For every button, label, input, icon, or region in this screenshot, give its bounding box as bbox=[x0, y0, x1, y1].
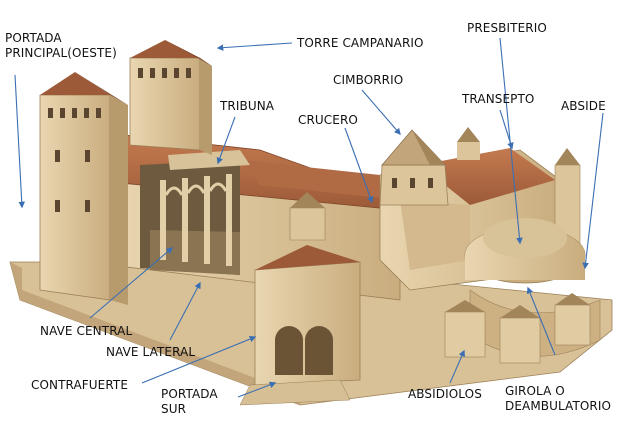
south-portal bbox=[239, 245, 361, 406]
label-girola: GIROLA O DEAMBULATORIO bbox=[505, 384, 611, 414]
label-portada-sur: PORTADA SUR bbox=[161, 387, 218, 417]
interior-cutaway bbox=[140, 150, 250, 275]
label-portada-sur-line1: PORTADA bbox=[161, 387, 218, 401]
label-girola-line2: DEAMBULATORIO bbox=[505, 399, 612, 413]
label-nave-central: NAVE CENTRAL bbox=[40, 324, 133, 338]
label-portada-principal: PORTADA PRINCIPAL(OESTE) bbox=[5, 31, 117, 61]
apse bbox=[444, 218, 601, 364]
label-tribuna: TRIBUNA bbox=[220, 99, 275, 113]
label-portada-principal-line1: PORTADA bbox=[5, 31, 62, 45]
label-absidiolos: ABSIDIOLOS bbox=[408, 387, 482, 401]
label-torre-campanario: TORRE CAMPANARIO bbox=[297, 36, 424, 50]
label-portada-sur-line2: SUR bbox=[161, 402, 187, 416]
label-girola-line1: GIROLA O bbox=[505, 384, 565, 398]
west-tower bbox=[39, 72, 128, 305]
label-cimborrio: CIMBORRIO bbox=[333, 73, 404, 87]
label-nave-lateral: NAVE LATERAL bbox=[106, 345, 196, 359]
label-portada-principal-line2: PRINCIPAL(OESTE) bbox=[5, 46, 117, 60]
leader-arrows bbox=[14, 37, 604, 398]
label-contrafuerte: CONTRAFUERTE bbox=[31, 378, 129, 392]
bell-tower bbox=[129, 40, 212, 155]
label-crucero: CRUCERO bbox=[298, 113, 358, 127]
label-abside: ABSIDE bbox=[561, 99, 606, 113]
cimborrio bbox=[379, 129, 449, 206]
label-presbiterio: PRESBITERIO bbox=[467, 21, 547, 35]
label-transepto: TRANSEPTO bbox=[462, 92, 535, 106]
